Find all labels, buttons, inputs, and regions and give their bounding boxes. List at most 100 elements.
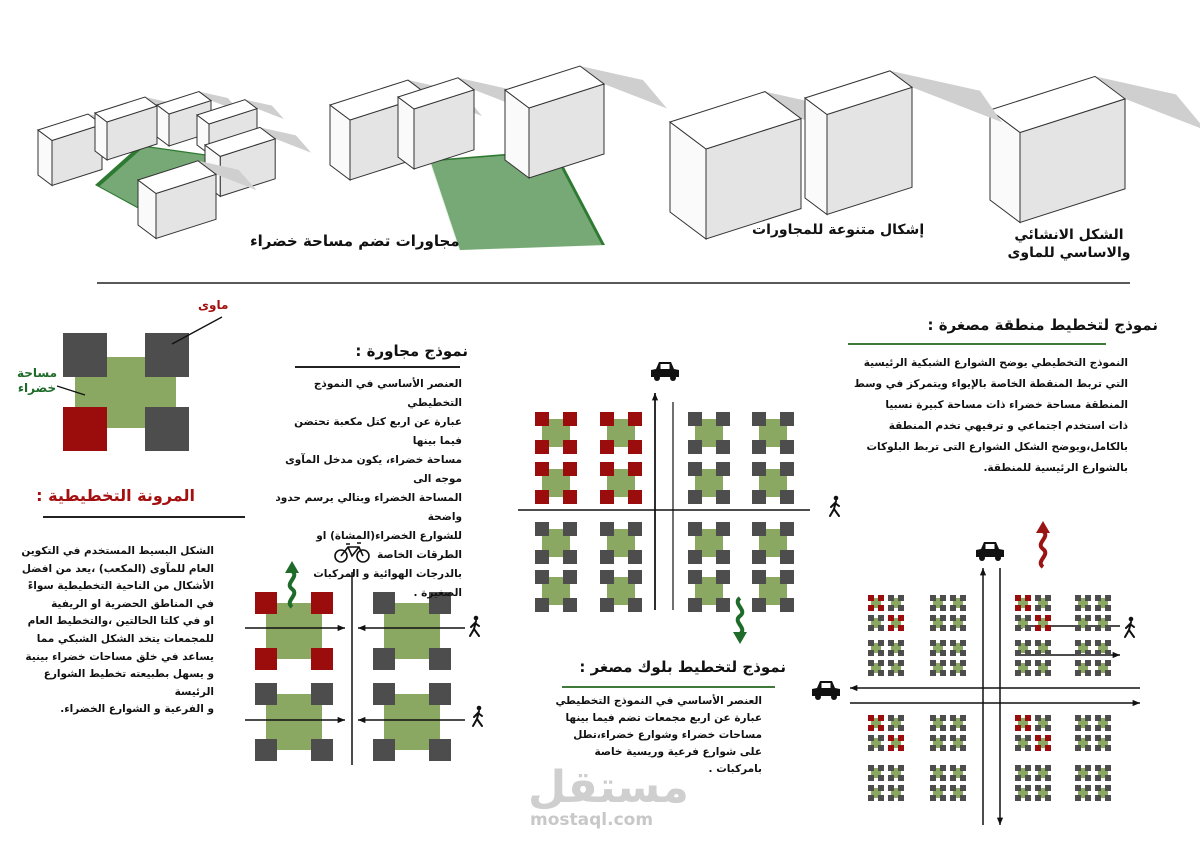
cluster-green-space [1018,738,1028,748]
cluster-shelter [868,615,874,621]
cluster-shelter [960,660,966,666]
car-icon [651,362,679,381]
cluster-shelter [1025,725,1031,731]
cluster-shelter [563,462,577,476]
squiggle-path [1038,529,1048,569]
shelter-cluster [752,522,794,564]
shelter-cluster [373,592,451,670]
cluster-green-space [1078,598,1088,608]
cluster-green-space [1038,598,1048,608]
cube [136,160,257,240]
cluster-shelter [1075,725,1081,731]
cluster-shelter [1105,745,1111,751]
shelter-cluster [1035,765,1051,781]
cluster-shelter [535,522,549,536]
cluster-shelter [898,785,904,791]
cluster-green-space [933,663,943,673]
shelter-cluster [950,735,966,751]
cluster-shelter [888,670,894,676]
cluster-green-space [891,768,901,778]
cluster-green-space [1098,598,1108,608]
cluster-shelter [311,648,333,670]
cluster-shelter [1105,670,1111,676]
cluster-shelter [600,522,614,536]
shelter-cluster [1095,595,1111,611]
arrow-head [337,624,345,632]
car-wheel [831,694,837,700]
shelter-cluster [930,640,946,656]
cluster-shelter [898,670,904,676]
cluster-shelter [255,683,277,705]
divider [295,366,460,368]
shelter-cluster [950,595,966,611]
cluster-shelter [1015,795,1021,801]
label-varied-forms: إشكال متنوعة للمجاورات [752,222,925,238]
bicycle-icon [334,542,370,563]
green-patch-mist [429,151,602,251]
cluster-shelter [960,715,966,721]
cluster-shelter [878,650,884,656]
cluster-shelter [1025,745,1031,751]
cluster-shelter [563,490,577,504]
arrow-head [1112,651,1120,659]
cluster-shelter [868,625,874,631]
cluster-shelter [1105,625,1111,631]
squiggle-path [287,569,297,609]
shelter-cluster [1075,660,1091,676]
cluster-shelter [868,725,874,731]
cluster-shelter [960,650,966,656]
neighborhood-model-text: العنصر الأساسي في النموذج التخطيطي عبارة… [275,378,462,599]
cluster-shelter [878,615,884,621]
car-body [976,542,1004,557]
cluster-green-space [1038,738,1048,748]
cluster-shelter [1045,660,1051,666]
cluster-shelter [628,440,642,454]
cluster-shelter [1045,785,1051,791]
squiggle-arrow-icon [733,596,747,644]
cluster-shelter [1015,715,1021,721]
legend-shelter [145,333,189,377]
cluster-shelter [429,648,451,670]
street-arrow [1015,651,1120,659]
cluster-shelter [1085,775,1091,781]
cluster-shelter [429,683,451,705]
cluster-shelter [535,440,549,454]
cluster-shelter [1095,725,1101,731]
cluster-green-space [933,788,943,798]
cluster-shelter [780,440,794,454]
cluster-shelter [940,660,946,666]
shelter-cluster [868,640,884,656]
cluster-shelter [960,735,966,741]
car-body [812,681,840,696]
shelter-cluster [888,640,904,656]
cluster-shelter [1075,785,1081,791]
cluster-shelter [780,598,794,612]
cluster-shelter [535,598,549,612]
cluster-green-space [1078,618,1088,628]
shelter-cluster [868,785,884,801]
cluster-shelter [960,785,966,791]
cluster-shelter [930,715,936,721]
cluster-shelter [1085,595,1091,601]
cluster-shelter [950,615,956,621]
cluster-shelter [898,660,904,666]
cluster-shelter [373,592,395,614]
cluster-shelter [960,725,966,731]
cluster-shelter [1075,605,1081,611]
cluster-shelter [752,490,766,504]
cluster-shelter [535,490,549,504]
cluster-green-space [1018,768,1028,778]
shelter-cluster [930,595,946,611]
cluster-green-space [933,598,943,608]
cluster-shelter [940,795,946,801]
cluster-shelter [255,592,277,614]
cluster-green-space [891,663,901,673]
cluster-shelter [1035,785,1041,791]
cluster-shelter [1025,650,1031,656]
shelter-cluster [600,462,642,504]
cluster-shelter [752,462,766,476]
cluster-shelter [960,775,966,781]
cluster-shelter [888,660,894,666]
cluster-shelter [930,670,936,676]
cluster-shelter [940,605,946,611]
